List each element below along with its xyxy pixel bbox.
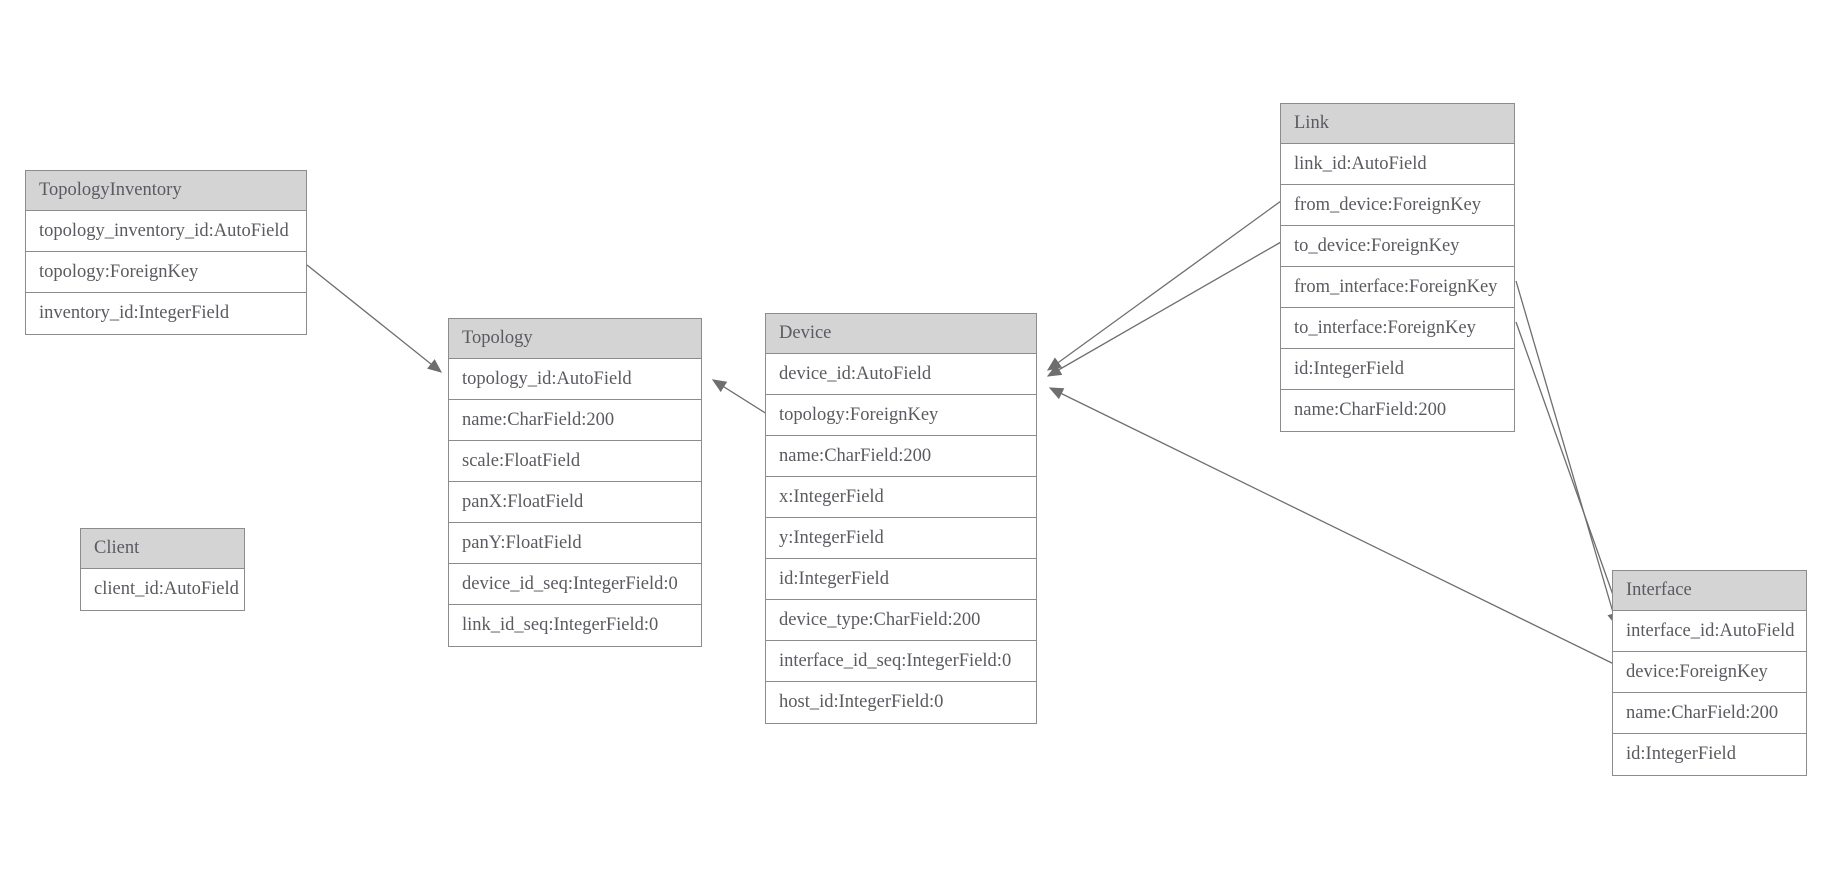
entity-field: device_id:AutoField: [766, 354, 1036, 395]
entity-link[interactable]: Link link_id:AutoField from_device:Forei…: [1280, 103, 1515, 432]
entity-field: link_id:AutoField: [1281, 144, 1514, 185]
entity-field: topology_inventory_id:AutoField: [26, 211, 306, 252]
entity-field: interface_id_seq:IntegerField:0: [766, 641, 1036, 682]
entity-topologyinventory[interactable]: TopologyInventory topology_inventory_id:…: [25, 170, 307, 335]
entity-field: host_id:IntegerField:0: [766, 682, 1036, 723]
entity-title: TopologyInventory: [26, 171, 306, 211]
entity-field: id:IntegerField: [1281, 349, 1514, 390]
edge-link-to-interface: [1515, 321, 1626, 628]
entity-field: id:IntegerField: [1613, 734, 1806, 775]
edge-link-to-device: [1046, 241, 1282, 377]
entity-field: name:CharField:200: [449, 400, 701, 441]
entity-field: name:CharField:200: [766, 436, 1036, 477]
entity-field: topology:ForeignKey: [26, 252, 306, 293]
entity-field: id:IntegerField: [766, 559, 1036, 600]
entity-title: Client: [81, 529, 244, 569]
entity-title: Interface: [1613, 571, 1806, 611]
entity-field: device_type:CharField:200: [766, 600, 1036, 641]
entity-interface[interactable]: Interface interface_id:AutoField device:…: [1612, 570, 1807, 776]
entity-field: to_device:ForeignKey: [1281, 226, 1514, 267]
entity-field: to_interface:ForeignKey: [1281, 308, 1514, 349]
entity-field: inventory_id:IntegerField: [26, 293, 306, 334]
entity-field: from_interface:ForeignKey: [1281, 267, 1514, 308]
entity-field: client_id:AutoField: [81, 569, 244, 610]
entity-field: link_id_seq:IntegerField:0: [449, 605, 701, 646]
edge-device-topology: [711, 379, 768, 415]
entity-field: panY:FloatField: [449, 523, 701, 564]
entity-topology[interactable]: Topology topology_id:AutoField name:Char…: [448, 318, 702, 647]
entity-device[interactable]: Device device_id:AutoField topology:Fore…: [765, 313, 1037, 724]
entity-field: name:CharField:200: [1281, 390, 1514, 431]
entity-title: Device: [766, 314, 1036, 354]
entity-field: device:ForeignKey: [1613, 652, 1806, 693]
entity-field: scale:FloatField: [449, 441, 701, 482]
entity-client[interactable]: Client client_id:AutoField: [80, 528, 245, 611]
entity-field: topology:ForeignKey: [766, 395, 1036, 436]
entity-field: name:CharField:200: [1613, 693, 1806, 734]
edge-topologyinventory-topology: [306, 264, 443, 373]
entity-field: interface_id:AutoField: [1613, 611, 1806, 652]
edge-link-from-interface: [1515, 280, 1620, 628]
entity-title: Link: [1281, 104, 1514, 144]
entity-field: device_id_seq:IntegerField:0: [449, 564, 701, 605]
edge-link-from-device: [1046, 200, 1282, 371]
entity-field: topology_id:AutoField: [449, 359, 701, 400]
entity-field: from_device:ForeignKey: [1281, 185, 1514, 226]
entity-field: x:IntegerField: [766, 477, 1036, 518]
entity-title: Topology: [449, 319, 701, 359]
entity-field: panX:FloatField: [449, 482, 701, 523]
entity-field: y:IntegerField: [766, 518, 1036, 559]
